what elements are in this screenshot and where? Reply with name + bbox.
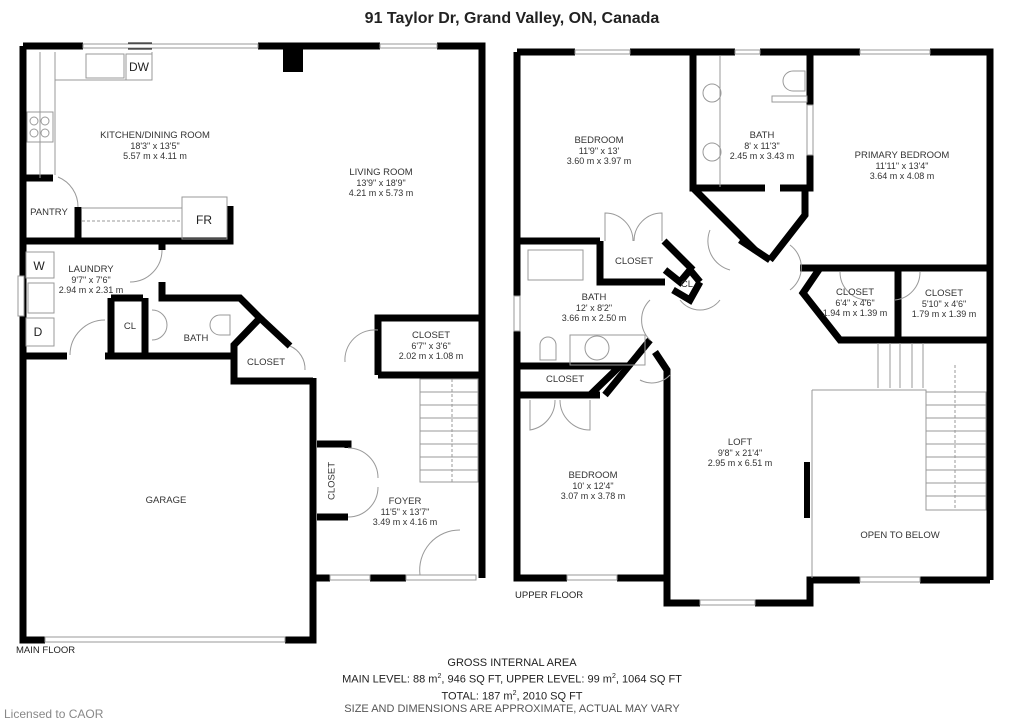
room-metric: 2.45 m x 3.43 m [729,151,795,161]
room-closet-living: CLOSET 6'7" x 3'6" 2.02 m x 1.08 m [398,330,464,362]
room-imperial: 9'7" x 7'6" [71,275,111,285]
room-imperial: 10' x 12'4" [572,481,614,491]
area-summary: GROSS INTERNAL AREA MAIN LEVEL: 88 m2, 9… [0,657,1024,716]
room-closet-main-1: CLOSET [247,358,285,368]
room-closet-upper-2: CLOSET [546,375,584,385]
room-name: KITCHEN/DINING ROOM [100,130,210,141]
room-bath-main: BATH [184,334,209,344]
room-name: GARAGE [145,495,187,506]
room-imperial: 5'10" x 4'6" [921,299,967,309]
room-imperial: 11'5" x 13'7" [380,507,430,517]
room-pantry: PANTRY [30,208,68,218]
area-heading: GROSS INTERNAL AREA [447,657,577,669]
room-name: CLOSET [246,357,286,368]
room-cl-main: CL [124,322,136,332]
kitchen-counters [17,43,479,643]
room-garage: GARAGE [146,496,187,506]
room-name: CLOSET [614,256,654,267]
room-bath-upper: BATH 12' x 8'2" 3.66 m x 2.50 m [561,292,627,324]
upper-floor-label: UPPER FLOOR [515,590,584,601]
room-metric: 5.57 m x 4.11 m [123,151,187,161]
room-name: BATH [183,333,209,344]
main-floor-label: MAIN FLOOR [16,645,76,656]
room-laundry: LAUNDRY 9'7" x 7'6" 2.94 m x 2.31 m [58,264,124,296]
room-closet-upper-1: CLOSET [615,257,653,267]
room-name: PANTRY [30,207,68,218]
room-imperial: 12' x 8'2" [575,303,613,313]
room-loft: LOFT 9'8" x 21'4" 2.95 m x 6.51 m [707,437,773,469]
main-floor-walls [19,42,486,644]
room-kitchen-dining: KITCHEN/DINING ROOM 18'3" x 13'5" 5.57 m… [100,130,210,162]
license-watermark: Licensed to CAOR [4,707,104,721]
room-name: CLOSET [545,374,585,385]
listing-address-title: 91 Taylor Dr, Grand Valley, ON, Canada [364,10,660,27]
room-name: CLOSET [835,287,874,298]
room-imperial: 8' x 11'3" [744,141,780,151]
room-name: LIVING ROOM [349,167,413,178]
room-metric: 3.49 m x 4.16 m [372,517,438,527]
room-name: BEDROOM [574,135,624,146]
room-foyer: FOYER 11'5" x 13'7" 3.49 m x 4.16 m [372,496,438,528]
dryer-label: D [33,325,43,339]
room-name: BATH [749,130,775,141]
room-metric: 3.64 m x 4.08 m [869,171,935,181]
area-disclaimer: SIZE AND DIMENSIONS ARE APPROXIMATE, ACT… [344,703,680,716]
room-imperial: 6'7" x 3'6" [411,341,451,351]
room-name: LOFT [727,437,753,448]
room-name: BEDROOM [568,470,618,481]
room-name: FOYER [388,496,422,507]
room-imperial: 9'8" x 21'4" [717,448,763,458]
room-closet-primary-1: CLOSET 6'4" x 4'6" 1.94 m x 1.39 m [822,287,888,319]
room-name: OPEN TO BELOW [860,530,940,541]
area-total: TOTAL: 187 m2, 2010 SQ FT [441,689,583,703]
upper-fixtures [513,49,987,606]
room-metric: 2.95 m x 6.51 m [707,458,773,468]
room-primary-bedroom: PRIMARY BEDROOM 11'11" x 13'4" 3.64 m x … [854,150,950,182]
room-name: CLOSET [411,330,450,341]
room-metric: 2.94 m x 2.31 m [58,285,124,295]
fridge-label: FR [196,213,212,227]
room-metric: 4.21 m x 5.73 m [348,188,414,198]
room-name: LAUNDRY [68,264,114,275]
room-name: BATH [581,292,607,303]
room-cl-upper: CL [681,280,693,290]
area-levels: MAIN LEVEL: 88 m2, 946 SQ FT, UPPER LEVE… [342,673,682,686]
room-name: PRIMARY BEDROOM [854,150,950,161]
room-imperial: 6'4" x 4'6" [835,298,875,308]
room-closet-foyer: CLOSET [326,461,338,501]
room-metric: 2.02 m x 1.08 m [398,351,464,361]
room-imperial: 13'9" x 18'9" [356,178,406,188]
room-name: CL [123,321,137,332]
room-bedroom-2: BEDROOM 10' x 12'4" 3.07 m x 3.78 m [560,470,626,502]
room-metric: 3.60 m x 3.97 m [566,156,632,166]
room-open-to-below: OPEN TO BELOW [860,531,939,541]
washer-label: W [33,259,45,273]
room-name: CL [680,279,694,290]
room-metric: 3.66 m x 2.50 m [561,313,627,323]
room-bath-ensuite: BATH 8' x 11'3" 2.45 m x 3.43 m [729,130,795,162]
room-living: LIVING ROOM 13'9" x 18'9" 4.21 m x 5.73 … [348,167,414,199]
room-bedroom-1: BEDROOM 11'9" x 13' 3.60 m x 3.97 m [566,135,632,167]
room-imperial: 11'9" x 13' [578,146,620,156]
room-metric: 1.79 m x 1.39 m [911,309,977,319]
room-metric: 3.07 m x 3.78 m [560,491,626,501]
room-imperial: 18'3" x 13'5" [130,141,180,151]
room-name: CLOSET [924,288,963,299]
room-closet-primary-2: CLOSET 5'10" x 4'6" 1.79 m x 1.39 m [911,288,977,320]
dishwasher-label: DW [129,60,149,74]
upper-floor-walls [513,48,994,607]
room-metric: 1.94 m x 1.39 m [822,308,888,318]
room-imperial: 11'11" x 13'4" [875,161,929,171]
